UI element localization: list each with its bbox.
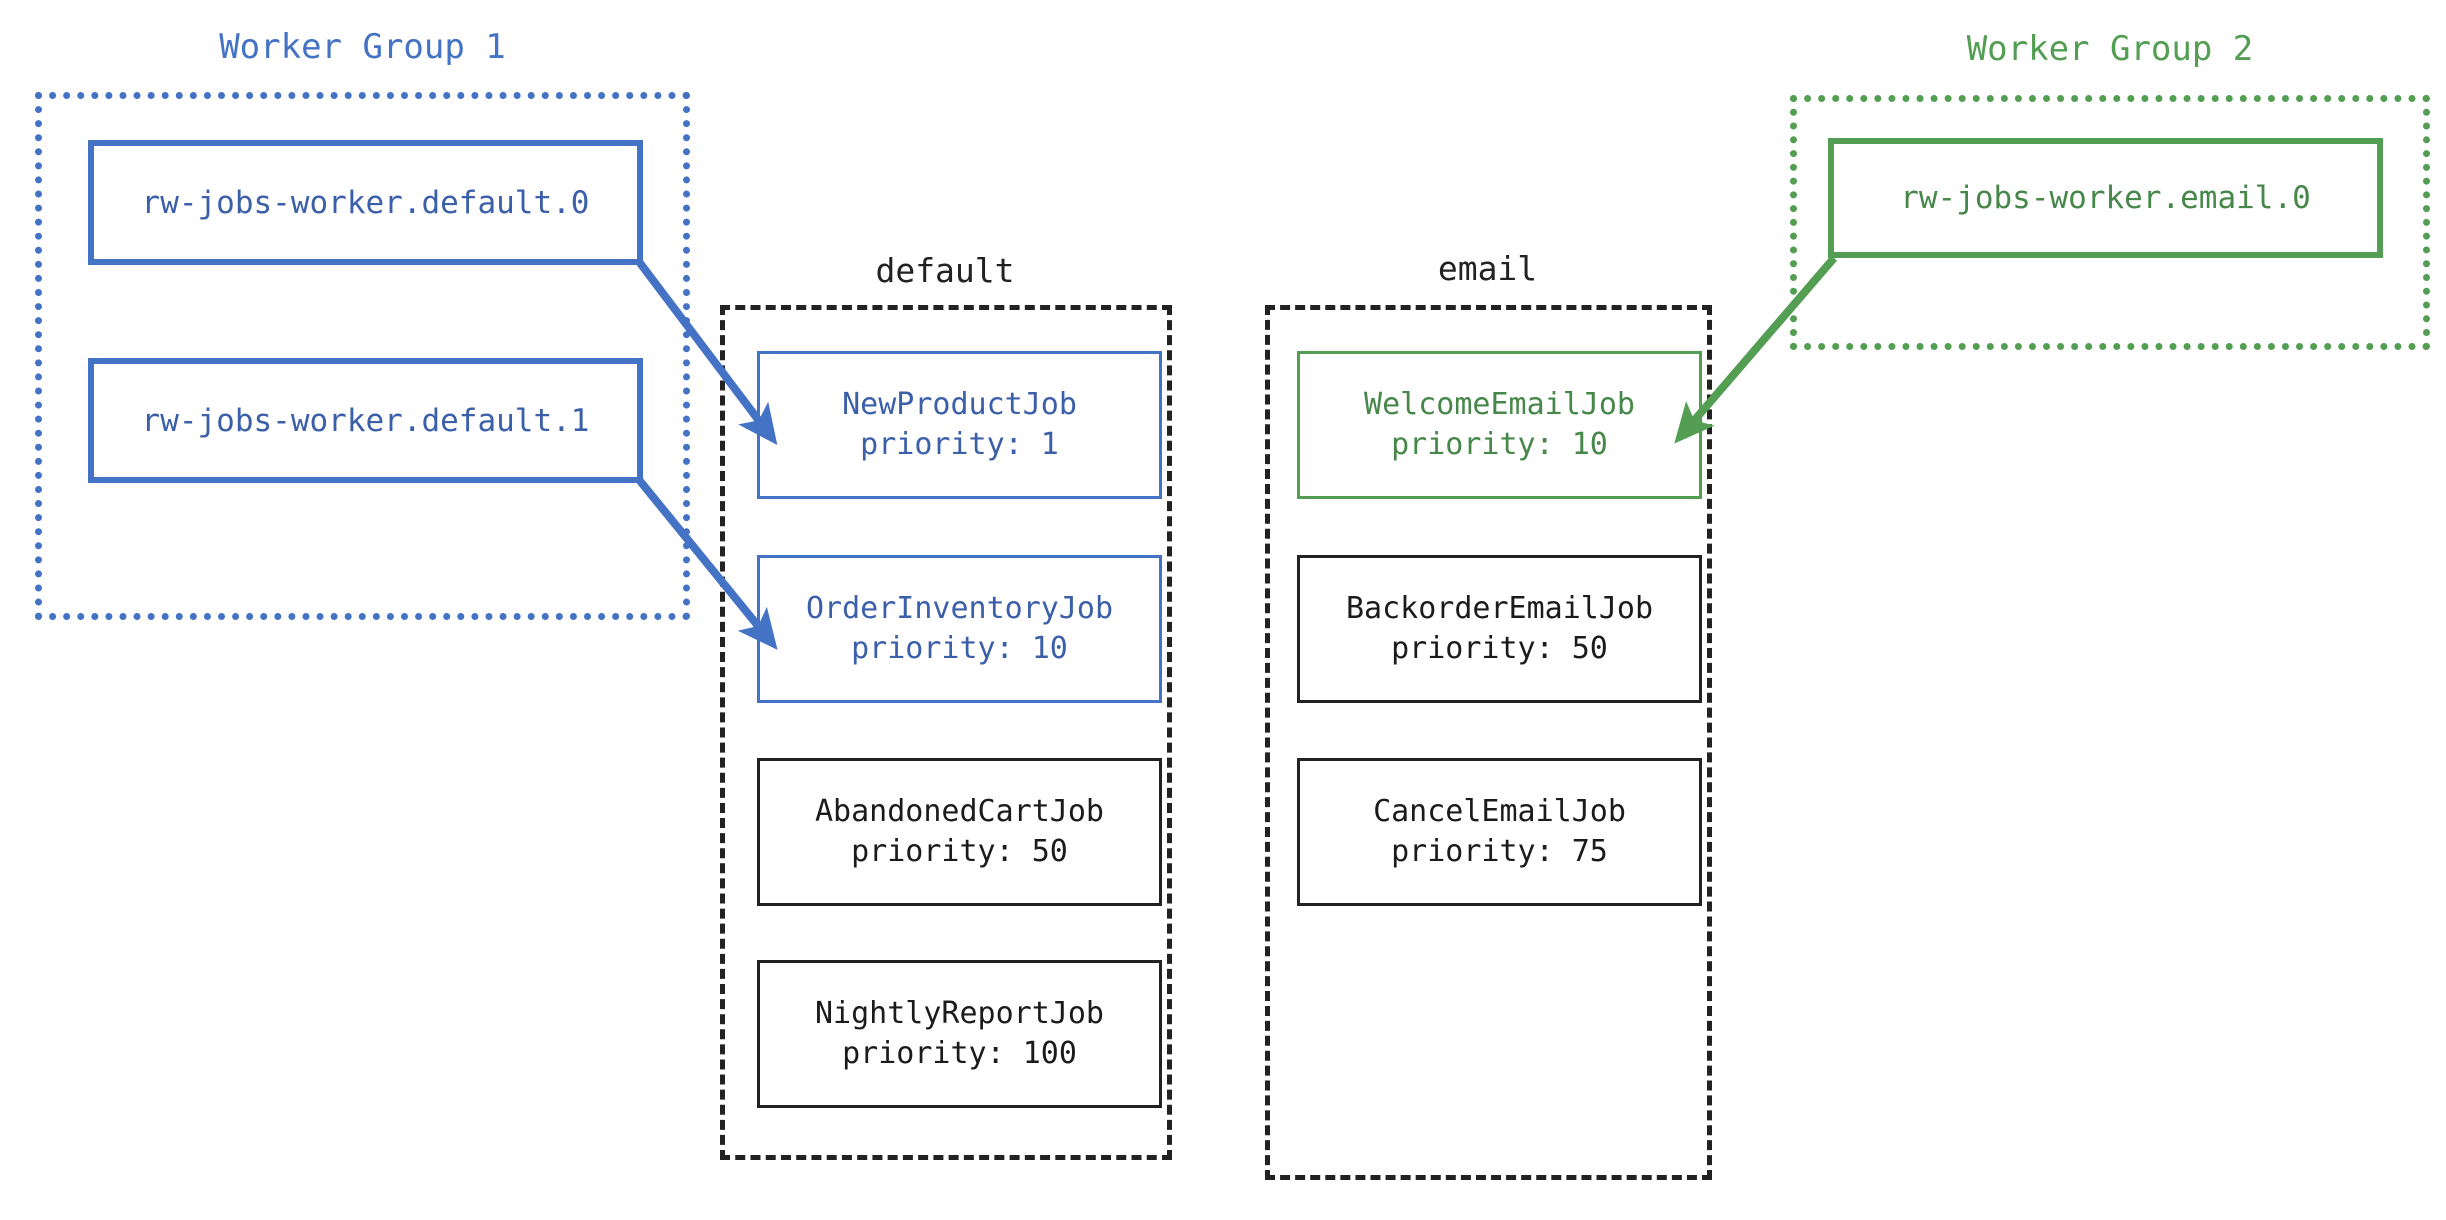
job-card-abandoned-cart[interactable]: AbandonedCartJob priority: 50: [757, 758, 1162, 906]
job-title: CancelEmailJob: [1373, 794, 1626, 830]
worker-node-default-1[interactable]: rw-jobs-worker.default.1: [88, 358, 643, 483]
queue-email-label: email: [1437, 249, 1538, 288]
job-card-welcome-email[interactable]: WelcomeEmailJob priority: 10: [1297, 351, 1702, 499]
worker-node-label: rw-jobs-worker.email.0: [1900, 180, 2311, 216]
job-title: AbandonedCartJob: [815, 794, 1104, 830]
queue-default-container: [720, 305, 1172, 1160]
job-title: WelcomeEmailJob: [1364, 387, 1635, 423]
worker-node-label: rw-jobs-worker.default.0: [141, 184, 590, 221]
job-card-order-inventory[interactable]: OrderInventoryJob priority: 10: [757, 555, 1162, 703]
worker-group-1-label: Worker Group 1: [219, 27, 506, 67]
job-priority: priority: 10: [1391, 427, 1608, 462]
job-card-new-product[interactable]: NewProductJob priority: 1: [757, 351, 1162, 499]
job-title: BackorderEmailJob: [1345, 591, 1654, 627]
job-priority: priority: 75: [1391, 834, 1608, 869]
job-card-nightly-report[interactable]: NightlyReportJob priority: 100: [757, 960, 1162, 1108]
worker-group-2-label: Worker Group 2: [1966, 29, 2254, 69]
queue-email-container: [1265, 305, 1712, 1180]
worker-node-label: rw-jobs-worker.default.1: [141, 402, 590, 439]
job-priority: priority: 50: [851, 834, 1068, 869]
worker-node-email-0[interactable]: rw-jobs-worker.email.0: [1828, 138, 2383, 258]
job-priority: priority: 50: [1391, 631, 1608, 666]
job-priority: priority: 10: [851, 631, 1068, 666]
queue-default-label: default: [875, 251, 1015, 290]
worker-group-2-container: [1790, 95, 2430, 350]
worker-node-default-0[interactable]: rw-jobs-worker.default.0: [88, 140, 643, 265]
job-priority: priority: 1: [860, 427, 1059, 462]
job-title: NewProductJob: [842, 387, 1077, 423]
job-card-backorder-email[interactable]: BackorderEmailJob priority: 50: [1297, 555, 1702, 703]
job-title: NightlyReportJob: [815, 996, 1104, 1032]
job-title: OrderInventoryJob: [805, 591, 1114, 627]
job-card-cancel-email[interactable]: CancelEmailJob priority: 75: [1297, 758, 1702, 906]
job-priority: priority: 100: [842, 1036, 1077, 1071]
